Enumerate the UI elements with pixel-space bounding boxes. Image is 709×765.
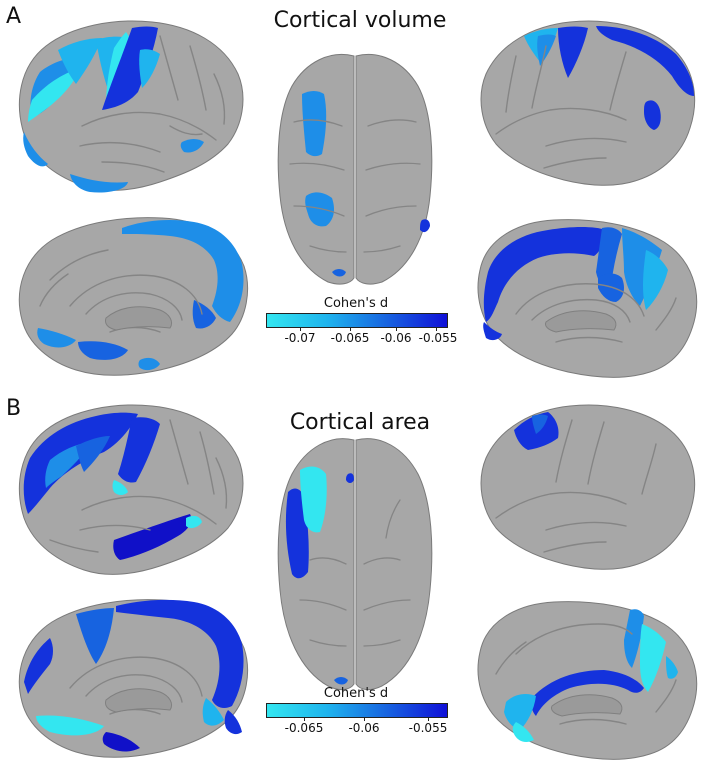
right-lateral-brain: [480, 20, 696, 186]
right-medial-brain: [477, 219, 698, 378]
legend-tick-mark: [300, 327, 301, 331]
legend-title: Cohen's d: [323, 296, 389, 311]
legend-tick-mark: [350, 327, 351, 331]
panel-b: B Cortical area: [0, 384, 709, 765]
colorbar-legend: Cohen's d -0.065 -0.06 -0.055: [264, 686, 448, 738]
left-lateral-brain: [18, 404, 244, 575]
legend-tick-label: -0.065: [284, 721, 324, 735]
left-medial-brain: [18, 217, 249, 376]
right-medial-brain: [477, 601, 698, 760]
legend-gradient-bar: [266, 703, 448, 718]
colorbar-legend: Cohen's d -0.07 -0.065 -0.06 -0.055: [264, 296, 457, 348]
legend-title: Cohen's d: [323, 686, 389, 701]
legend-tick-label: -0.06: [380, 331, 412, 345]
legend-tick-label: -0.055: [408, 721, 448, 735]
legend-tick-label: -0.07: [284, 331, 316, 345]
legend-tick-mark: [396, 327, 397, 331]
panel-title: Cortical area: [289, 410, 431, 435]
panel-letter: A: [6, 4, 22, 29]
panel-a: A Cortical volume: [6, 4, 698, 378]
left-medial-brain: [18, 599, 249, 758]
legend-tick-mark: [304, 717, 305, 721]
ventral-brain: [277, 438, 433, 691]
right-lateral-brain: [480, 404, 696, 570]
legend-tick-label: -0.065: [330, 331, 370, 345]
legend-tick-mark: [436, 327, 437, 331]
legend-tick-mark: [364, 717, 365, 721]
dorsal-brain: [277, 54, 433, 285]
panel-letter: B: [6, 396, 22, 421]
legend-tick-label: -0.055: [418, 331, 458, 345]
left-lateral-brain: [18, 20, 244, 193]
legend-tick-mark: [428, 717, 429, 721]
panel-title: Cortical volume: [273, 8, 447, 33]
legend-tick-label: -0.06: [348, 721, 380, 735]
legend-gradient-bar: [266, 313, 448, 328]
